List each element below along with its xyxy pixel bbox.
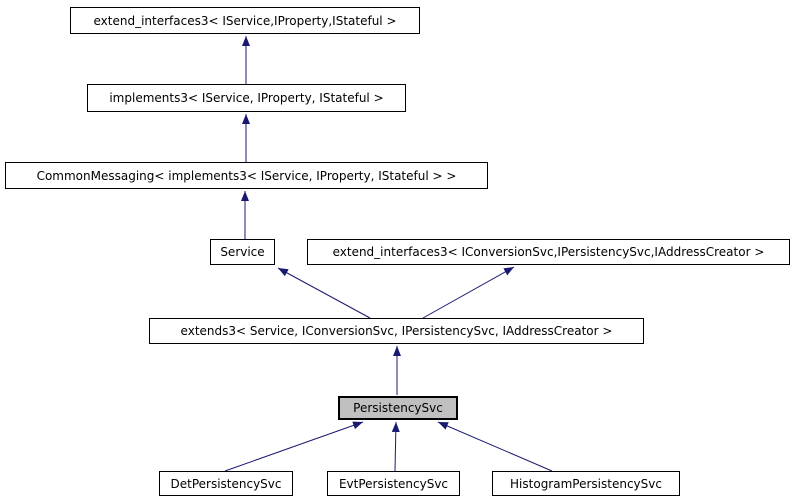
node-service[interactable]: Service — [210, 239, 275, 265]
edge-det-persistency-svc-to-persistency-svc — [224, 421, 364, 472]
edge-histogram-persistency-svc-to-persistency-svc — [437, 421, 553, 472]
node-det-persistency-svc[interactable]: DetPersistencySvc — [159, 471, 293, 496]
node-evt-persistency-svc[interactable]: EvtPersistencySvc — [327, 471, 460, 496]
edge-extends3-to-extend-interfaces3 — [422, 266, 515, 319]
node-common-messaging[interactable]: CommonMessaging< implements3< IService, … — [5, 162, 488, 189]
node-histogram-persistency-svc[interactable]: HistogramPersistencySvc — [492, 471, 680, 496]
node-extends3[interactable]: extends3< Service, IConversionSvc, IPers… — [149, 318, 644, 344]
node-implements3[interactable]: implements3< IService, IProperty, IState… — [87, 84, 406, 112]
node-persistency-svc: PersistencySvc — [338, 396, 458, 420]
node-extend-interfaces3-iconversionsvc[interactable]: extend_interfaces3< IConversionSvc,IPers… — [307, 239, 790, 265]
edge-evt-persistency-svc-to-persistency-svc — [391, 421, 400, 472]
edge-extends3-to-service — [277, 267, 371, 319]
node-extend-interfaces3-iservice[interactable]: extend_interfaces3< IService,IProperty,I… — [70, 7, 420, 34]
